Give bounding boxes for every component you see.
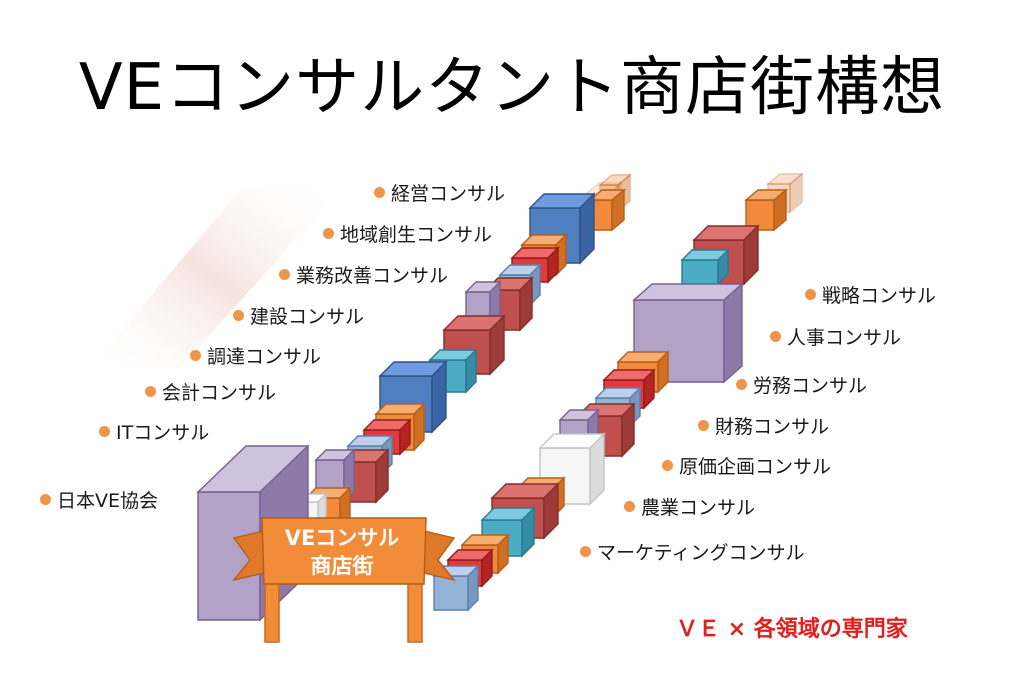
building-face [431, 360, 447, 434]
left-label-it: ITコンサル [99, 421, 209, 445]
right-label-cost-planning: 原価企画コンサル [662, 455, 831, 479]
building-face [519, 276, 533, 332]
building-face [723, 282, 743, 384]
left-label-procurement: 調達コンサル [190, 345, 321, 369]
building-face [521, 506, 535, 558]
bullet-dot [736, 379, 747, 390]
bullet-dot [770, 331, 781, 342]
building-face [433, 575, 469, 611]
building-face [598, 174, 632, 186]
building-face [375, 448, 389, 504]
left-label-jsve: 日本VE協会 [40, 489, 158, 513]
bullet-dot [323, 228, 334, 239]
building-face [489, 314, 505, 376]
building-face [611, 188, 625, 232]
building-face [643, 368, 655, 410]
building-face [717, 248, 729, 286]
right-label-marketing: マーケティングコンサル [580, 541, 804, 565]
banner-line-2: 商店街 [310, 554, 374, 578]
bullet-dot [805, 289, 816, 300]
right-label-strategy: 戦略コンサル [805, 284, 936, 308]
perspective-haze [90, 190, 340, 368]
bullet-dot [99, 426, 110, 437]
building-face [413, 402, 425, 452]
left-label-construction: 建設コンサル [233, 305, 364, 329]
bullet-dot [233, 310, 244, 321]
building-face [589, 432, 605, 506]
bullet-dot [374, 187, 385, 198]
right-label-hr: 人事コンサル [770, 326, 901, 350]
bullet-dot [580, 546, 591, 557]
building-face [657, 350, 669, 394]
building-face [467, 564, 479, 612]
left-label-operations: 業務改善コンサル [279, 264, 448, 288]
building-face [465, 348, 477, 394]
banner-line-1: VEコンサル [284, 526, 400, 550]
building-face [90, 190, 340, 368]
building-face [497, 533, 509, 575]
bullet-dot [40, 494, 51, 505]
building-face [543, 482, 559, 540]
building-face [681, 259, 719, 285]
bullet-dot [190, 350, 201, 361]
left-label-management: 経営コンサル [374, 182, 505, 206]
slide-title: VEコンサルタント商店街構想 [78, 51, 946, 125]
right-label-labor: 労務コンサル [736, 374, 867, 398]
gate-pillar-left [264, 579, 280, 643]
building-face [773, 188, 787, 232]
tagline: ＶＥ × 各領域の専門家 [676, 617, 908, 642]
bullet-dot [279, 269, 290, 280]
building-face [789, 172, 803, 214]
bullet-dot [624, 501, 635, 512]
right-label-finance: 財務コンサル [698, 415, 829, 439]
gate-pillar-right [407, 579, 423, 643]
left-building-row [196, 173, 632, 622]
building-face [579, 192, 595, 265]
building-face [621, 402, 635, 458]
building-face [481, 548, 493, 588]
left-label-accounting: 会計コンサル [145, 381, 276, 405]
right-label-agriculture: 農業コンサル [624, 496, 755, 520]
building-face [399, 418, 411, 456]
building-face [743, 224, 759, 286]
bullet-dot [145, 386, 156, 397]
building-face [766, 173, 804, 185]
bullet-dot [662, 460, 673, 471]
building-face [317, 492, 327, 526]
banner-label: VEコンサル 商店街 [262, 524, 422, 580]
gate-banner [232, 517, 456, 643]
right-building-row [432, 172, 804, 612]
building-face [261, 517, 427, 585]
bullet-dot [698, 420, 709, 431]
left-label-regional: 地域創生コンサル [323, 223, 492, 247]
building-face [547, 246, 559, 284]
